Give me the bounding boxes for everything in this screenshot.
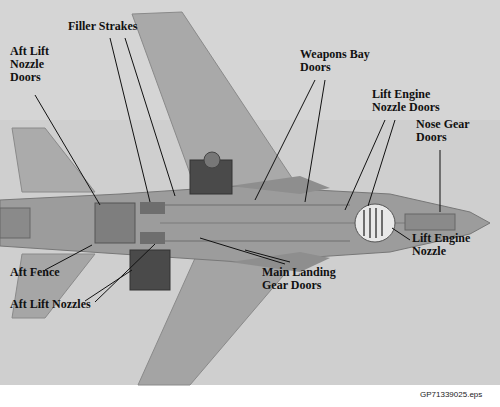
lift-engine-nozzle: [355, 204, 395, 242]
filler-strake: [140, 202, 165, 214]
leader-line: [85, 270, 132, 301]
leader-line: [392, 228, 410, 240]
photo-ground-light: [0, 0, 500, 120]
photo-ground: [0, 0, 500, 385]
part-label: Lift Engine Nozzle Doors: [372, 88, 462, 114]
filler-strake: [140, 232, 165, 244]
door-seam: [160, 205, 350, 206]
figure-id: GP71339025.eps: [420, 390, 482, 399]
leader-line: [345, 120, 385, 210]
leader-line: [255, 80, 315, 200]
wing: [132, 12, 300, 190]
leader-line: [95, 244, 155, 302]
leader-line: [110, 38, 150, 202]
part-label: Lift Engine Nozzle: [412, 232, 492, 258]
part-label: Aft Lift Nozzles: [10, 298, 91, 311]
nose-gear-doors: [405, 214, 455, 230]
aft-lift-nozzle-doors: [95, 203, 135, 243]
nozzle-vanes: [364, 208, 382, 238]
leader-line: [245, 250, 290, 262]
part-label: Aft Lift Nozzle Doors: [10, 45, 65, 84]
door-seam: [160, 241, 350, 242]
horizontal-tail: [12, 128, 95, 192]
intake: [230, 176, 330, 194]
part-label: Nose Gear Doors: [416, 118, 488, 144]
missile: [204, 152, 220, 168]
part-label: Aft Fence: [10, 266, 60, 279]
part-label: Weapons Bay Doors: [300, 48, 372, 74]
leader-line: [440, 150, 441, 212]
leader-line: [125, 38, 175, 196]
leader-line: [305, 80, 325, 202]
part-label: Main Landing Gear Doors: [262, 266, 352, 292]
leader-line: [200, 238, 285, 264]
leader-line: [368, 120, 395, 206]
leader-line: [35, 95, 100, 205]
engine-exhaust: [0, 208, 30, 238]
main-gear: [130, 250, 170, 290]
part-label: Filler Strakes: [68, 20, 137, 33]
